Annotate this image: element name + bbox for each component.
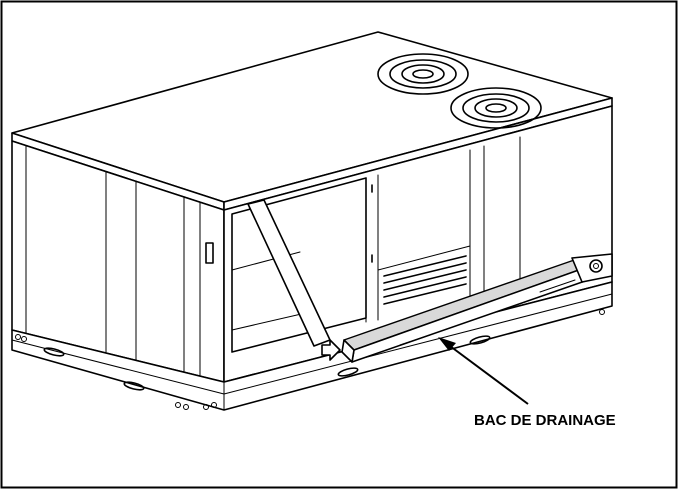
drain-fitting xyxy=(589,259,603,273)
drain-pan-end xyxy=(341,339,355,363)
drain-pan-bracket xyxy=(571,253,613,283)
condenser-fan-rear xyxy=(377,53,469,95)
access-panel-latch xyxy=(205,242,214,264)
louver-grille xyxy=(383,255,467,305)
rooftop-unit xyxy=(11,31,613,411)
drain-pan-callout xyxy=(438,337,529,405)
drain-pan-label: BAC DE DRAINAGE xyxy=(474,412,616,429)
condenser-fan-front xyxy=(450,87,542,129)
insertion-arrow-icon xyxy=(321,339,341,361)
drain-pan xyxy=(341,253,613,363)
